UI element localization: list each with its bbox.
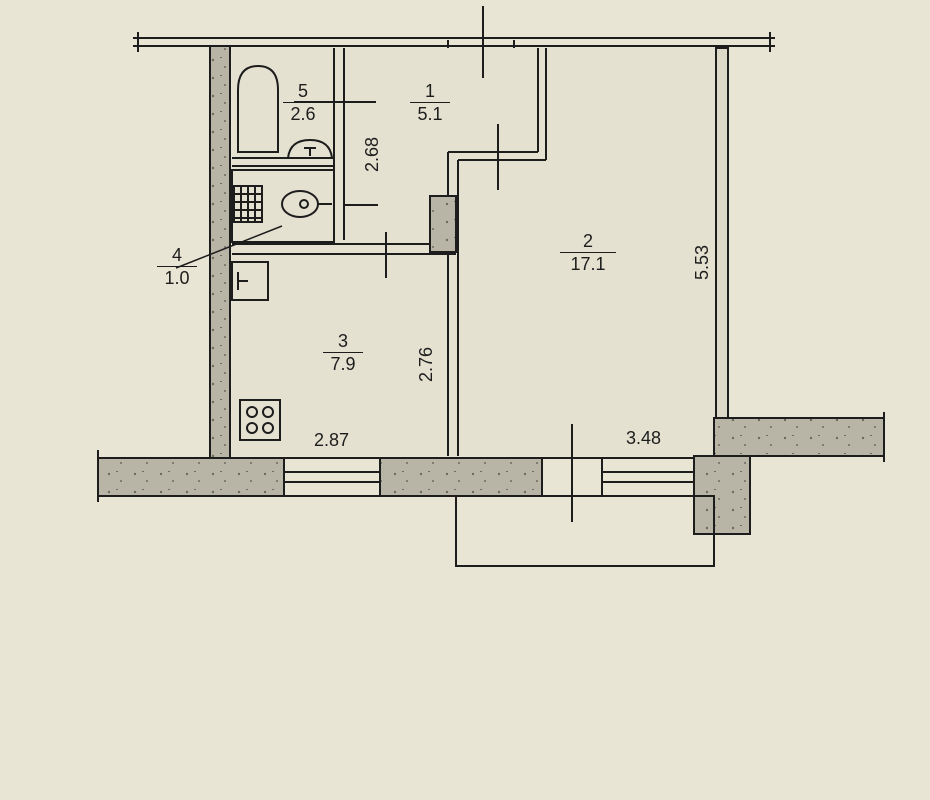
room-3-number: 3 [337, 331, 348, 351]
dim-room-side: 5.53 [692, 244, 712, 280]
room-1-number: 1 [424, 81, 435, 101]
dim-bath-side: 2.68 [362, 136, 382, 172]
right-exterior-wall [713, 417, 885, 457]
interior-partitions [232, 40, 547, 456]
bathroom-sink [287, 138, 333, 159]
dim-room-width: 3.48 [626, 428, 662, 448]
bathtub [237, 64, 279, 153]
right-wall [715, 47, 729, 419]
kitchen-sink [231, 261, 269, 301]
room-2-label: 2 17.1 [560, 230, 616, 275]
room-5-number: 5 [297, 81, 308, 101]
room-1-label: 1 5.1 [410, 80, 450, 125]
left-wall [209, 45, 231, 459]
room-4-leader [175, 225, 283, 269]
room-3-label: 3 7.9 [323, 330, 363, 375]
room-4-area: 1.0 [157, 266, 197, 289]
room-1-area: 5.1 [410, 102, 450, 125]
room-3-area: 7.9 [323, 352, 363, 375]
wc-room-fixtures [231, 169, 335, 243]
dim-kitchen-side: 2.76 [416, 346, 436, 382]
room-4-number: 4 [171, 245, 182, 265]
room-2-area: 17.1 [560, 252, 616, 275]
room-2-number: 2 [582, 231, 593, 251]
room-4-label: 4 1.0 [157, 244, 197, 289]
floor-area [232, 48, 717, 456]
dim-kitchen-width: 2.87 [314, 430, 350, 450]
room-5-label: 5 2.6 [283, 80, 323, 125]
door-marks [294, 6, 573, 522]
top-exterior-wall [133, 32, 775, 52]
vent-shaft [429, 195, 457, 253]
room-window [601, 457, 695, 497]
room-5-area: 2.6 [283, 102, 323, 125]
kitchen-window [283, 457, 381, 497]
stove [239, 399, 281, 441]
balcony [455, 495, 715, 567]
